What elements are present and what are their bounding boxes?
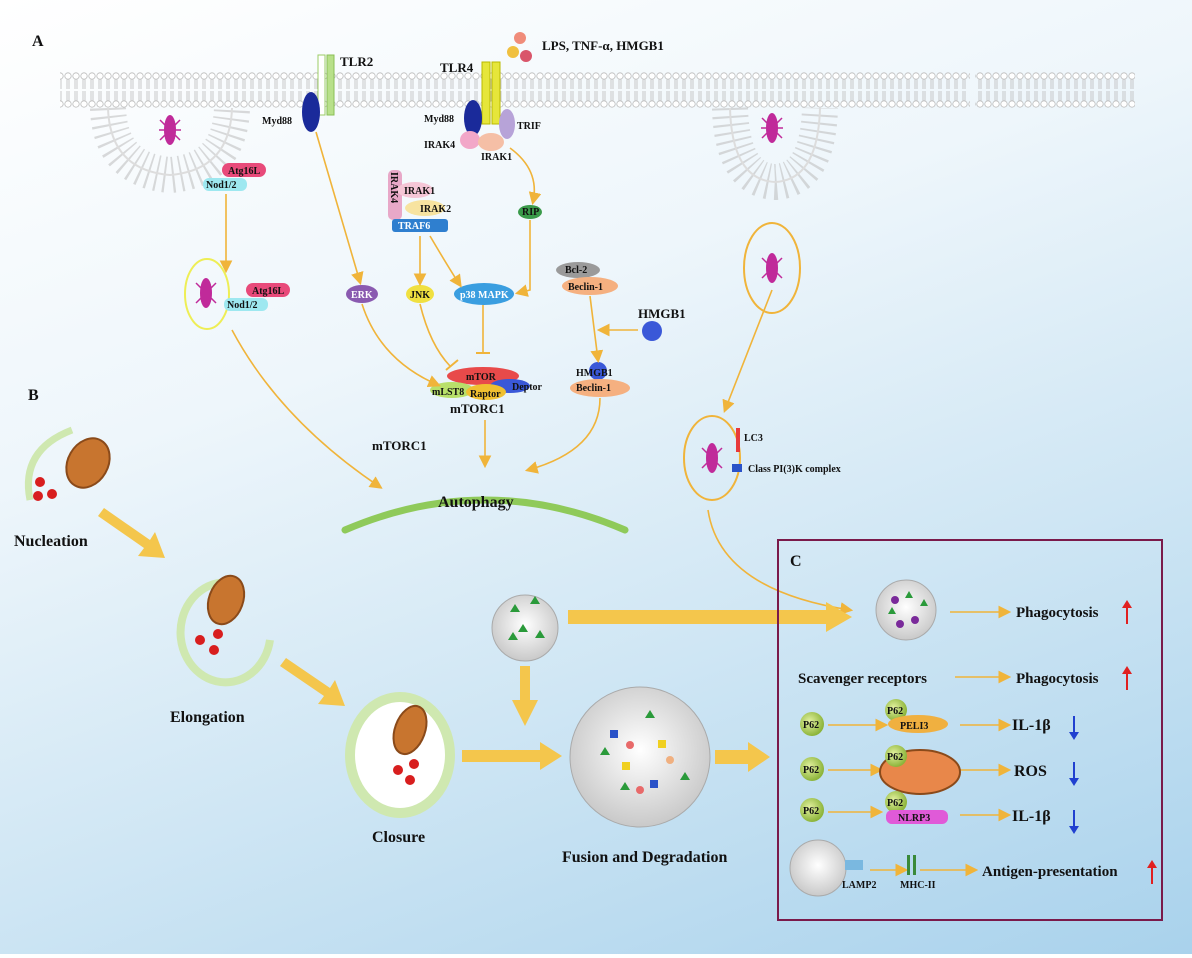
mlst8-label: mLST8 (432, 387, 464, 398)
panel-c-label: C (790, 553, 802, 570)
tlr2-label: TLR2 (340, 54, 373, 69)
deptor-label: Deptor (512, 382, 543, 393)
rip-label: RIP (522, 207, 539, 218)
ligands-label: LPS, TNF-α, HMGB1 (542, 38, 664, 53)
peli3-label: PELI3 (900, 721, 928, 732)
closure-label: Closure (372, 829, 425, 846)
traf6-label: TRAF6 (398, 221, 430, 232)
lc3-label: LC3 (744, 433, 763, 444)
myd88-left-label: Myd88 (262, 116, 292, 127)
p62-a-label: P62 (803, 720, 819, 731)
beclin1-top-label: Beclin-1 (568, 282, 603, 293)
panel-c-arrows (828, 605, 1012, 877)
irak1-complex-label: IRAK1 (404, 186, 435, 197)
p62-mito-label: P62 (887, 752, 903, 763)
nlrp3-label: NLRP3 (898, 813, 930, 824)
autophagy-label: Autophagy (438, 494, 514, 511)
pathway-arrows (219, 131, 854, 615)
mhc2-label: MHC-II (900, 880, 936, 891)
ros-label: ROS (1014, 763, 1047, 780)
nucleation-label: Nucleation (14, 533, 88, 550)
stage-arrows (98, 508, 852, 772)
phagocytosis-2-label: Phagocytosis (1016, 671, 1099, 687)
irak4-label: IRAK4 (424, 140, 455, 151)
kinase-ovals (346, 205, 542, 305)
antigen-presentation-label: Antigen-presentation (982, 864, 1118, 880)
cell-membrane (60, 72, 1135, 201)
lamp2-label: LAMP2 (842, 880, 876, 891)
irak-traf6-complex (388, 170, 448, 232)
mtor-label: mTOR (466, 372, 497, 383)
nod-atg16l-top (203, 163, 266, 191)
ligand-icons (507, 32, 532, 62)
autophagy-arc (341, 496, 629, 534)
irak2-label: IRAK2 (420, 204, 451, 215)
p38-label: p38 MAPK (460, 290, 509, 301)
beclin1-bottom-label: Beclin-1 (576, 383, 611, 394)
lc3-vesicle (683, 222, 801, 501)
mtorc1-label-a: mTORC1 (450, 401, 505, 416)
erk-label: ERK (351, 290, 373, 301)
hmgb1-free-label: HMGB1 (638, 306, 686, 321)
nucleation-phagophore (24, 426, 111, 501)
p62-b-label: P62 (803, 765, 819, 776)
myd88-right-label: Myd88 (424, 114, 454, 125)
p62-nlrp-top-label: P62 (887, 798, 903, 809)
panel-a-label: A (32, 33, 44, 50)
trif-label: TRIF (517, 121, 541, 132)
elongation-phagophore (176, 574, 274, 687)
nod-top-label: Nod1/2 (206, 180, 237, 191)
atg16l-top-label: Atg16L (228, 166, 261, 177)
tlr2-receptor (302, 54, 335, 132)
panel-c-box (777, 539, 1163, 921)
elongation-label: Elongation (170, 709, 245, 726)
pi3k-label: Class PI(3)K complex (748, 464, 841, 475)
atg16l-mid-label: Atg16L (252, 286, 285, 297)
closure-autophagosome (345, 692, 455, 818)
p62-c-label: P62 (803, 806, 819, 817)
p62-pel-top-label: P62 (887, 706, 903, 717)
bacterium-icon (761, 113, 783, 143)
panel-b-label: B (28, 387, 39, 404)
raptor-label: Raptor (470, 389, 501, 400)
il1b-b-label: IL-1β (1012, 808, 1051, 825)
tlr4-label: TLR4 (440, 60, 474, 75)
phagocytosis-1-label: Phagocytosis (1016, 605, 1099, 621)
autolysosome (569, 686, 711, 828)
scavenger-receptors-label: Scavenger receptors (798, 671, 927, 687)
phagosome (875, 579, 937, 641)
bacterium-icon (159, 115, 181, 145)
irak1-label: IRAK1 (481, 152, 512, 163)
tlr4-receptor (460, 61, 515, 151)
nod-atg16l-mid (184, 258, 290, 330)
indicator-arrows (1069, 600, 1157, 884)
beclin-complex (556, 262, 662, 397)
bcl2-label: Bcl-2 (565, 265, 587, 276)
jnk-label: JNK (410, 290, 430, 301)
nod-mid-label: Nod1/2 (227, 300, 258, 311)
mtorc1-complex (430, 367, 530, 400)
fusion-label: Fusion and Degradation (562, 849, 727, 866)
mtorc1-label-b: mTORC1 (372, 438, 427, 453)
il1b-a-label: IL-1β (1012, 717, 1051, 734)
lysosome (491, 594, 559, 662)
irak4-vertical-label: IRAK4 (388, 172, 399, 203)
p62-bubbles (789, 699, 961, 897)
hmgb1-bound-label: HMGB1 (576, 368, 613, 379)
